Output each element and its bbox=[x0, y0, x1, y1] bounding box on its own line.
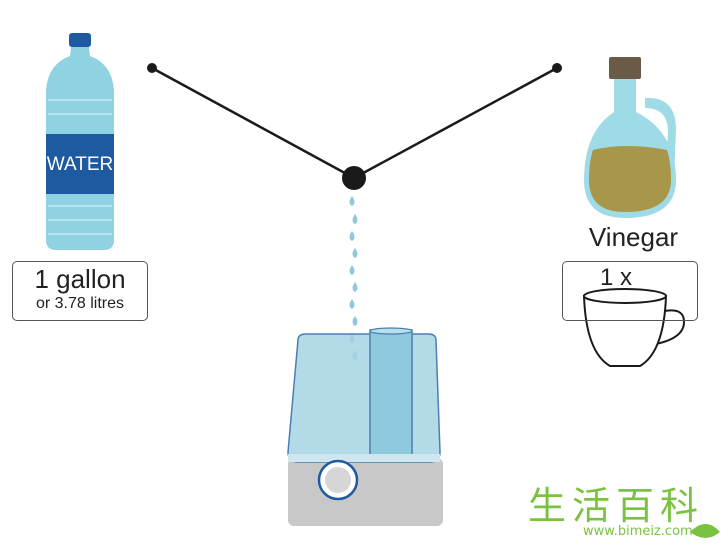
water-drop bbox=[352, 282, 358, 292]
watermark-text: 生活百科 bbox=[528, 484, 705, 528]
water-amount-alt: or 3.78 litres bbox=[35, 295, 125, 312]
watermark-logo bbox=[690, 524, 720, 538]
water-bottle-label: WATER bbox=[47, 154, 114, 175]
water-amount-box: 1 gallon or 3.78 litres bbox=[12, 261, 148, 321]
vinegar-bottle bbox=[584, 57, 676, 218]
humidifier-base bbox=[288, 458, 443, 526]
water-drop bbox=[349, 265, 355, 275]
humidifier bbox=[287, 327, 443, 526]
bottle-cap bbox=[69, 33, 91, 47]
vinegar-amount: 1 x bbox=[599, 264, 632, 291]
water-drop bbox=[352, 248, 358, 258]
cup-rim bbox=[583, 288, 667, 304]
bottle-label-band bbox=[46, 134, 114, 194]
junction-dot bbox=[342, 166, 366, 190]
water-drop bbox=[349, 231, 355, 241]
connector-lines bbox=[147, 63, 562, 190]
left-endpoint-dot bbox=[147, 63, 157, 73]
leaf-icon bbox=[690, 524, 720, 538]
vinegar-label: Vinegar bbox=[588, 222, 679, 252]
humidifier-tube-top bbox=[369, 327, 413, 335]
bottle-ridges bbox=[48, 99, 112, 235]
humidifier-inner-tube bbox=[369, 329, 413, 459]
cup-body bbox=[582, 295, 668, 367]
humidifier-dial-center bbox=[325, 467, 351, 493]
cup bbox=[582, 288, 686, 367]
water-drop bbox=[349, 299, 355, 309]
left-connector-line bbox=[151, 66, 355, 180]
watermark-url: www.bimeiz.com bbox=[583, 524, 693, 539]
water-drop bbox=[352, 316, 358, 326]
vinegar-liquid bbox=[589, 146, 671, 212]
water-amount: 1 gallon bbox=[34, 264, 126, 294]
right-connector-line bbox=[353, 66, 558, 180]
water-drop bbox=[349, 196, 355, 206]
humidifier-waterline bbox=[288, 454, 440, 462]
water-bottle bbox=[46, 33, 114, 250]
water-drop bbox=[352, 214, 358, 224]
vinegar-amount-box bbox=[562, 261, 698, 321]
humidifier-tank bbox=[287, 333, 441, 463]
vinegar-cork bbox=[609, 57, 641, 79]
right-endpoint-dot bbox=[552, 63, 562, 73]
